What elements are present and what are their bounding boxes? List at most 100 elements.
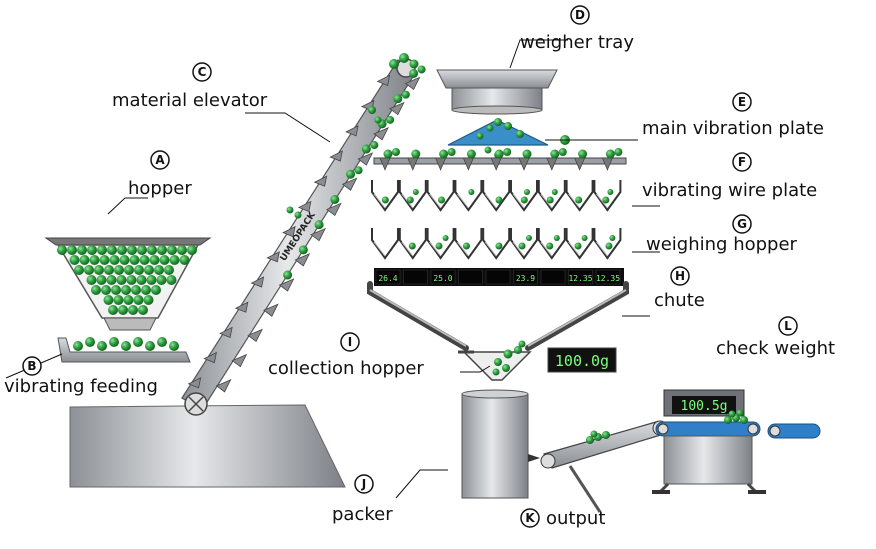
letter-badge	[778, 316, 798, 336]
check-product	[724, 409, 748, 424]
product-ball	[558, 148, 567, 156]
product-ball	[494, 118, 502, 126]
elevator-product	[283, 53, 426, 280]
product-ball	[484, 146, 492, 154]
hopper	[44, 237, 212, 331]
product-ball	[79, 255, 90, 265]
product-ball	[283, 270, 293, 280]
product-ball	[129, 255, 140, 265]
hopper-product	[57, 245, 197, 315]
vibrating-feeder	[57, 337, 191, 363]
weigher-heads	[371, 157, 627, 260]
product-ball	[581, 235, 588, 241]
product-ball	[118, 305, 128, 315]
product-ball	[57, 245, 67, 255]
letter: E	[738, 95, 746, 109]
product-ball	[551, 189, 558, 195]
letter: H	[675, 269, 685, 283]
chute	[367, 281, 629, 351]
product-ball	[399, 53, 409, 63]
product-ball	[389, 59, 399, 69]
product-ball	[166, 275, 177, 285]
product-ball	[109, 255, 120, 265]
product-ball	[516, 130, 524, 138]
product-ball	[314, 220, 324, 230]
product-ball	[411, 149, 421, 159]
product-ball	[374, 116, 382, 124]
product-ball	[128, 305, 138, 315]
product-ball	[133, 295, 144, 305]
product-ball	[97, 341, 107, 351]
product-ball	[393, 94, 403, 104]
product-ball	[69, 255, 80, 265]
label-text: packer	[332, 504, 393, 525]
product-ball	[147, 245, 157, 255]
product-ball	[435, 242, 443, 250]
product-ball	[518, 340, 526, 348]
product-ball	[590, 430, 598, 438]
product-ball	[408, 242, 416, 250]
product-ball	[368, 106, 376, 114]
product-ball	[438, 196, 446, 204]
letter-badge	[732, 92, 752, 112]
product-ball	[286, 206, 294, 214]
product-ball	[354, 166, 363, 175]
product-ball	[108, 305, 118, 315]
weigher-tray	[436, 69, 558, 115]
product-ball	[154, 265, 164, 275]
product-ball	[346, 169, 356, 179]
product-ball	[111, 285, 121, 295]
product-ball	[141, 285, 151, 295]
product-ball	[86, 275, 97, 285]
product-ball	[409, 68, 419, 78]
product-ball	[522, 149, 532, 159]
product-ball	[187, 245, 197, 255]
product-ball	[383, 149, 393, 159]
product-ball	[476, 132, 484, 140]
product-ball	[104, 265, 114, 275]
letter-badge	[732, 152, 752, 172]
product-ball	[605, 242, 613, 250]
label-text: main vibration plate	[642, 118, 824, 139]
collection-product	[492, 340, 526, 376]
product-ball	[134, 265, 144, 275]
product-ball	[151, 285, 161, 295]
product-ball	[67, 245, 77, 255]
product-ball	[520, 196, 528, 204]
product-ball	[724, 416, 732, 424]
product-ball	[524, 189, 530, 195]
product-ball	[136, 275, 147, 285]
letter-badge	[150, 150, 170, 170]
product-ball	[401, 90, 410, 99]
product-ball	[486, 124, 494, 132]
product-ball	[167, 245, 177, 255]
product-ball	[126, 275, 137, 285]
feeder-product	[73, 337, 179, 351]
product-ball	[447, 148, 456, 156]
letter: A	[155, 153, 165, 167]
label-text: weigher tray	[520, 32, 634, 53]
product-ball	[159, 255, 170, 265]
label-text: material elevator	[112, 90, 268, 111]
letter-badge	[520, 508, 540, 528]
product-ball	[546, 196, 554, 204]
product-ball	[609, 235, 616, 241]
product-ball	[502, 364, 510, 372]
product-ball	[417, 65, 426, 74]
product-ball	[121, 341, 131, 351]
product-ball	[99, 255, 110, 265]
letter: D	[575, 8, 585, 22]
label-text: output	[546, 508, 605, 529]
product-ball	[107, 245, 117, 255]
product-ball	[503, 148, 512, 156]
